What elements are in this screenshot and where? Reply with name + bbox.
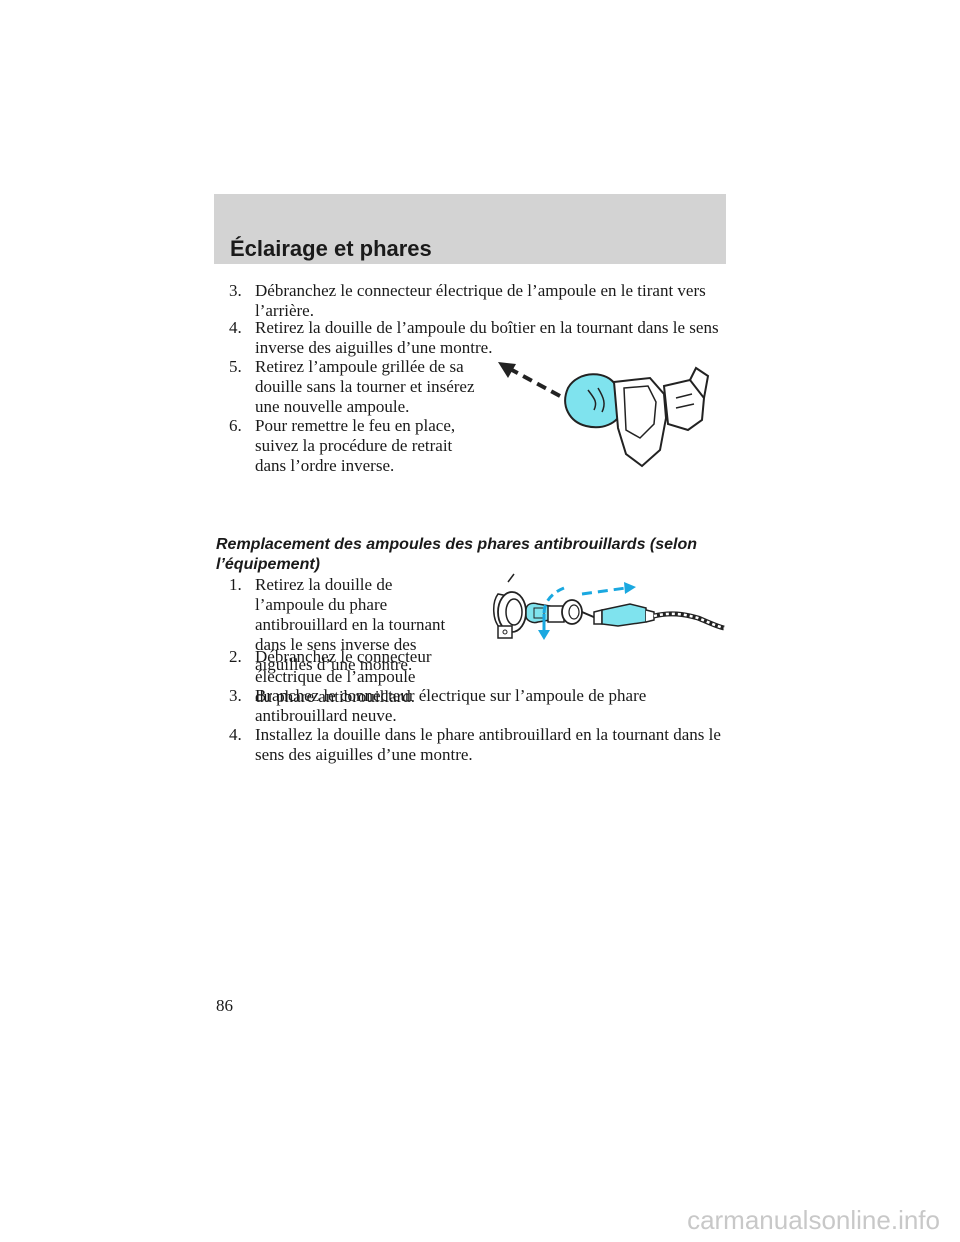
step-text: Retirez la douille de l’ampoule du phare…	[255, 575, 446, 674]
fog-lamp-bulb-illustration	[493, 573, 725, 640]
list-item: 3. Branchez le connecteur électrique sur…	[229, 686, 669, 726]
step-text: Retirez l’ampoule grillée de sa douille …	[255, 357, 475, 416]
fog-lamp-heading: Remplacement des ampoules des phares ant…	[216, 536, 698, 573]
section-header-band	[214, 194, 726, 264]
fog-connector	[601, 603, 647, 627]
list-item: 4. Retirez la douille de l’ampoule du bo…	[229, 318, 729, 358]
step-text: Retirez la douille de l’ampoule du boîti…	[255, 318, 719, 357]
step-number: 5.	[229, 357, 242, 376]
list-item: 3. Débranchez le connecteur électrique d…	[229, 281, 729, 321]
step-number: 6.	[229, 416, 242, 435]
step-number: 4.	[229, 318, 242, 337]
section-title: Éclairage et phares	[230, 236, 432, 261]
step-text: Branchez le connecteur électrique sur l’…	[255, 686, 647, 725]
list-item: 5. Retirez l’ampoule grillée de sa douil…	[229, 357, 483, 417]
bulb-removal-illustration	[498, 362, 710, 468]
page-number: 86	[216, 996, 233, 1015]
list-item: 4. Installez la douille dans le phare an…	[229, 725, 729, 765]
watermark: carmanualsonline.info	[687, 1205, 940, 1235]
socket-body	[612, 376, 668, 468]
list-item: 2. Débranchez le connecteur électrique d…	[229, 647, 729, 707]
step-text: Installez la douille dans le phare antib…	[255, 725, 721, 764]
bulb-glass	[564, 373, 624, 429]
step-number: 3.	[229, 686, 242, 705]
arrow-down-icon	[538, 630, 550, 640]
list-item: 1. Retirez la douille de l’ampoule du ph…	[229, 575, 459, 675]
step-number: 2.	[229, 647, 242, 666]
arrow-head-icon	[498, 362, 516, 378]
step-text: Débranchez le connecteur électrique de l…	[255, 647, 432, 706]
step-text: Débranchez le connecteur électrique de l…	[255, 281, 706, 320]
connector	[662, 378, 706, 432]
list-item: 6. Pour remettre le feu en place, suivez…	[229, 416, 469, 476]
step-number: 3.	[229, 281, 242, 300]
step-number: 4.	[229, 725, 242, 744]
arrow-right-icon	[624, 582, 636, 594]
step-number: 1.	[229, 575, 242, 594]
step-text: Pour remettre le feu en place, suivez la…	[255, 416, 456, 475]
